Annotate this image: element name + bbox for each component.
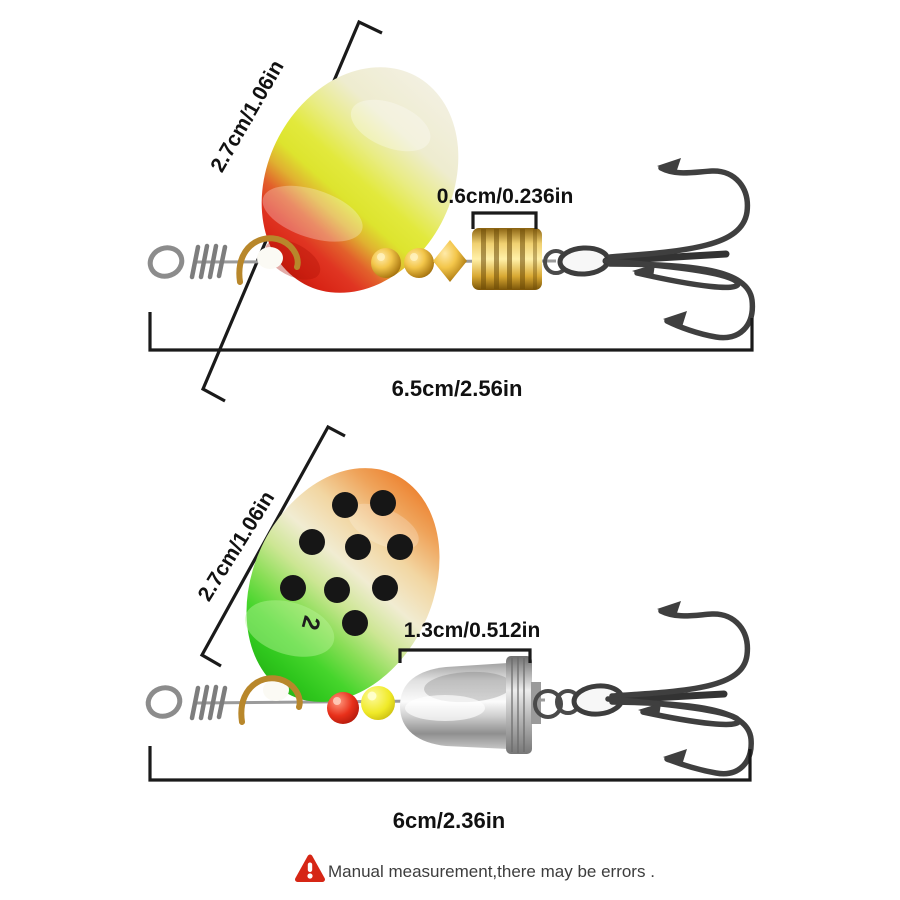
lure2-total-length-label: 6cm/2.36in <box>393 808 506 833</box>
lure1-total-dimension-bracket <box>148 312 754 352</box>
lure2-clevis <box>238 675 303 725</box>
lure2-blade-hole <box>263 679 289 701</box>
lure2-blade-dots <box>280 490 413 636</box>
footer-warning: Manual measurement,there may be errors . <box>295 854 655 882</box>
lure1-blade-hole <box>257 247 283 269</box>
lure1-body-dimension-bracket <box>471 211 538 229</box>
warning-triangle-icon <box>295 854 325 882</box>
lure2-beads <box>327 686 395 724</box>
lure1-swivel <box>147 243 228 280</box>
lure2-spinner-blade: 2 <box>244 468 440 702</box>
lure1-clevis <box>236 235 301 285</box>
lure2-swivel <box>145 684 228 721</box>
lure2-body-length-label: 1.3cm/0.512in <box>404 619 541 642</box>
lure1-spinner-blade <box>261 67 459 293</box>
lure1-total-length-label: 6.5cm/2.56in <box>392 376 523 401</box>
lure2-total-dimension-bracket <box>148 746 752 782</box>
lure2-group: 2.7cm/1.06in <box>145 424 754 833</box>
lure1-body-length-label: 0.6cm/0.236in <box>437 185 574 208</box>
lure1-beads <box>371 240 467 282</box>
footer-disclaimer-text: Manual measurement,there may be errors . <box>328 862 655 881</box>
lure1-treble-hook <box>543 158 756 341</box>
lure2-treble-hook <box>533 601 754 777</box>
lure1-ribbed-body <box>472 228 542 290</box>
lure2-body-dimension-bracket <box>398 648 532 663</box>
